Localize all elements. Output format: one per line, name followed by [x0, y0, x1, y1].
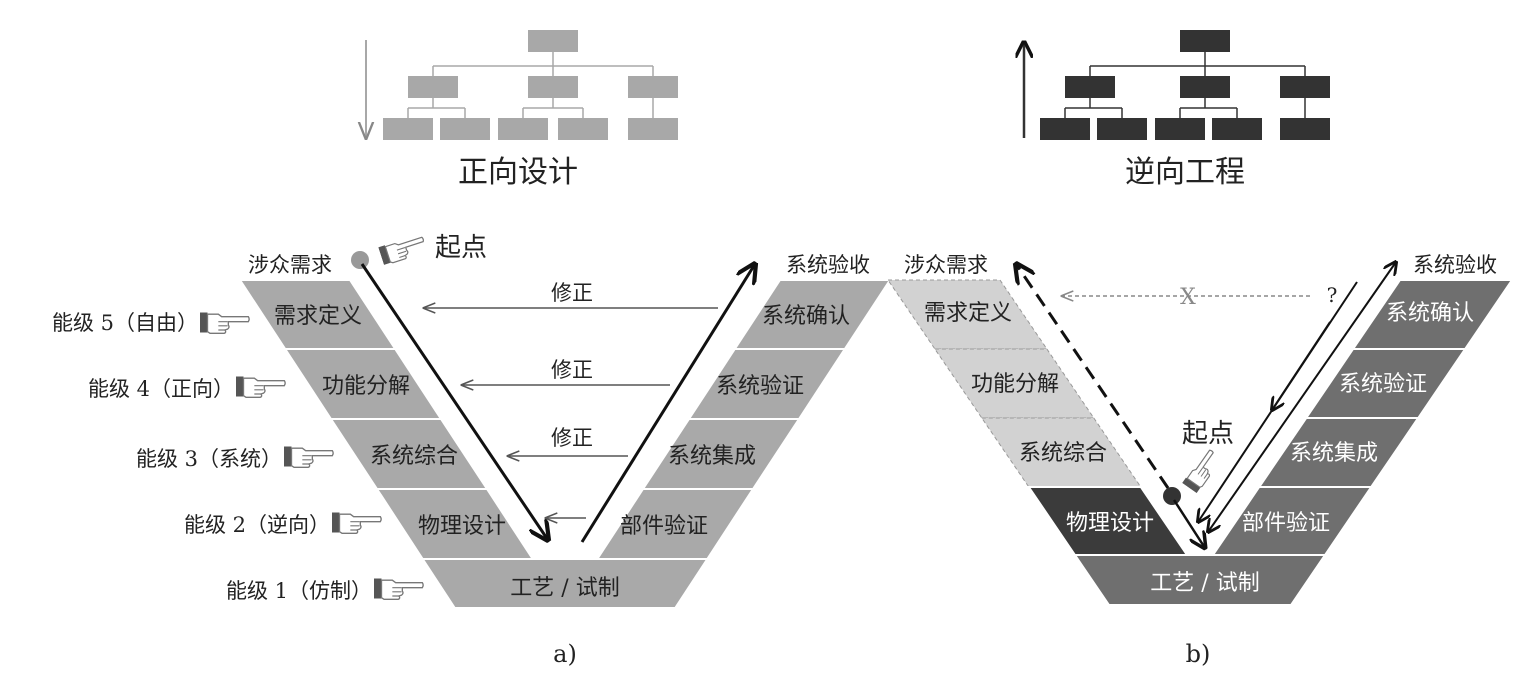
- b-left-1: 需求定义: [924, 301, 1012, 326]
- a-stakeholder-label: 涉众需求: [248, 253, 332, 277]
- b-start-arrow: [1172, 499, 1205, 548]
- band-b-l3: [980, 417, 1142, 488]
- b-right-3: 系统集成: [1290, 441, 1378, 466]
- a-verify-arrow: [580, 264, 755, 543]
- a-acceptance-label: 系统验收: [786, 253, 870, 277]
- pointing-hand-icon: [332, 511, 382, 534]
- a-right-1: 系统确认: [762, 304, 850, 329]
- a-start-dot: [351, 251, 369, 269]
- b-trace-up-arrow: [1208, 262, 1396, 532]
- reverse-engineering-tree: [1024, 30, 1330, 140]
- v-model-b: 需求定义 功能分解 系统综合 物理设计 系统确认 系统验证 系统集成 部件验证 …: [887, 253, 1514, 668]
- b-question-mark: ?: [1327, 283, 1338, 307]
- pointing-hand-icon: [1181, 446, 1223, 495]
- b-right-2: 系统验证: [1339, 372, 1427, 397]
- caption-b: b): [1186, 640, 1211, 668]
- b-right-1: 系统确认: [1386, 301, 1474, 326]
- b-start-dot: [1163, 487, 1181, 505]
- b-left-2: 功能分解: [971, 372, 1059, 397]
- a-right-3: 系统集成: [668, 444, 756, 469]
- a-design-arrow: [360, 263, 548, 540]
- pointing-hand-icon: [200, 311, 250, 335]
- forward-design-label: 正向设计: [458, 155, 578, 190]
- pointing-hand-icon: [377, 232, 428, 267]
- band-b-l2: [933, 348, 1095, 419]
- band-b-bottom: [1073, 554, 1327, 606]
- a-correction-label-2: 修正: [551, 358, 593, 382]
- a-left-3: 系统综合: [370, 444, 458, 469]
- b-stakeholder-label: 涉众需求: [904, 253, 988, 277]
- band-b-l1: [887, 279, 1048, 350]
- caption-a: a): [553, 640, 577, 668]
- b-left-4: 物理设计: [1066, 511, 1154, 536]
- b-start-label: 起点: [1182, 419, 1234, 449]
- a-right-4: 部件验证: [620, 514, 708, 539]
- b-right-4: 部件验证: [1242, 511, 1330, 536]
- pointing-hand-icon: [236, 375, 286, 399]
- a-left-2: 功能分解: [322, 374, 410, 399]
- b-acceptance-label: 系统验收: [1413, 253, 1497, 277]
- a-level-3: 能级 3（系统）: [136, 447, 282, 471]
- a-correction-label-3: 修正: [551, 426, 593, 450]
- b-cross-mark: X: [1180, 285, 1196, 310]
- a-correction-label-1: 修正: [551, 281, 593, 305]
- b-bottom: 工艺 / 试制: [1150, 571, 1259, 596]
- a-left-4: 物理设计: [418, 514, 506, 539]
- forward-design-tree: [366, 30, 678, 140]
- pointing-hand-icon: [284, 445, 334, 469]
- a-start-label: 起点: [435, 233, 487, 263]
- pointing-hand-icon: [374, 577, 424, 600]
- b-left-3: 系统综合: [1019, 441, 1107, 466]
- b-reverse-dashed-arrow: [1016, 264, 1170, 489]
- a-level-2: 能级 2（逆向）: [184, 513, 330, 537]
- a-bottom: 工艺 / 试制: [510, 576, 619, 601]
- a-level-4: 能级 4（正向）: [88, 377, 234, 401]
- a-level-5: 能级 5（自由）: [52, 311, 198, 335]
- a-right-2: 系统验证: [716, 374, 804, 399]
- band-a-bottom: [420, 558, 710, 609]
- a-left-1: 需求定义: [274, 304, 362, 329]
- a-level-1: 能级 1（仿制）: [226, 579, 372, 603]
- v-model-a: 需求定义 功能分解 系统综合 物理设计 系统确认 系统验证 系统集成 部件验证 …: [52, 232, 892, 668]
- reverse-engineering-label: 逆向工程: [1125, 155, 1245, 190]
